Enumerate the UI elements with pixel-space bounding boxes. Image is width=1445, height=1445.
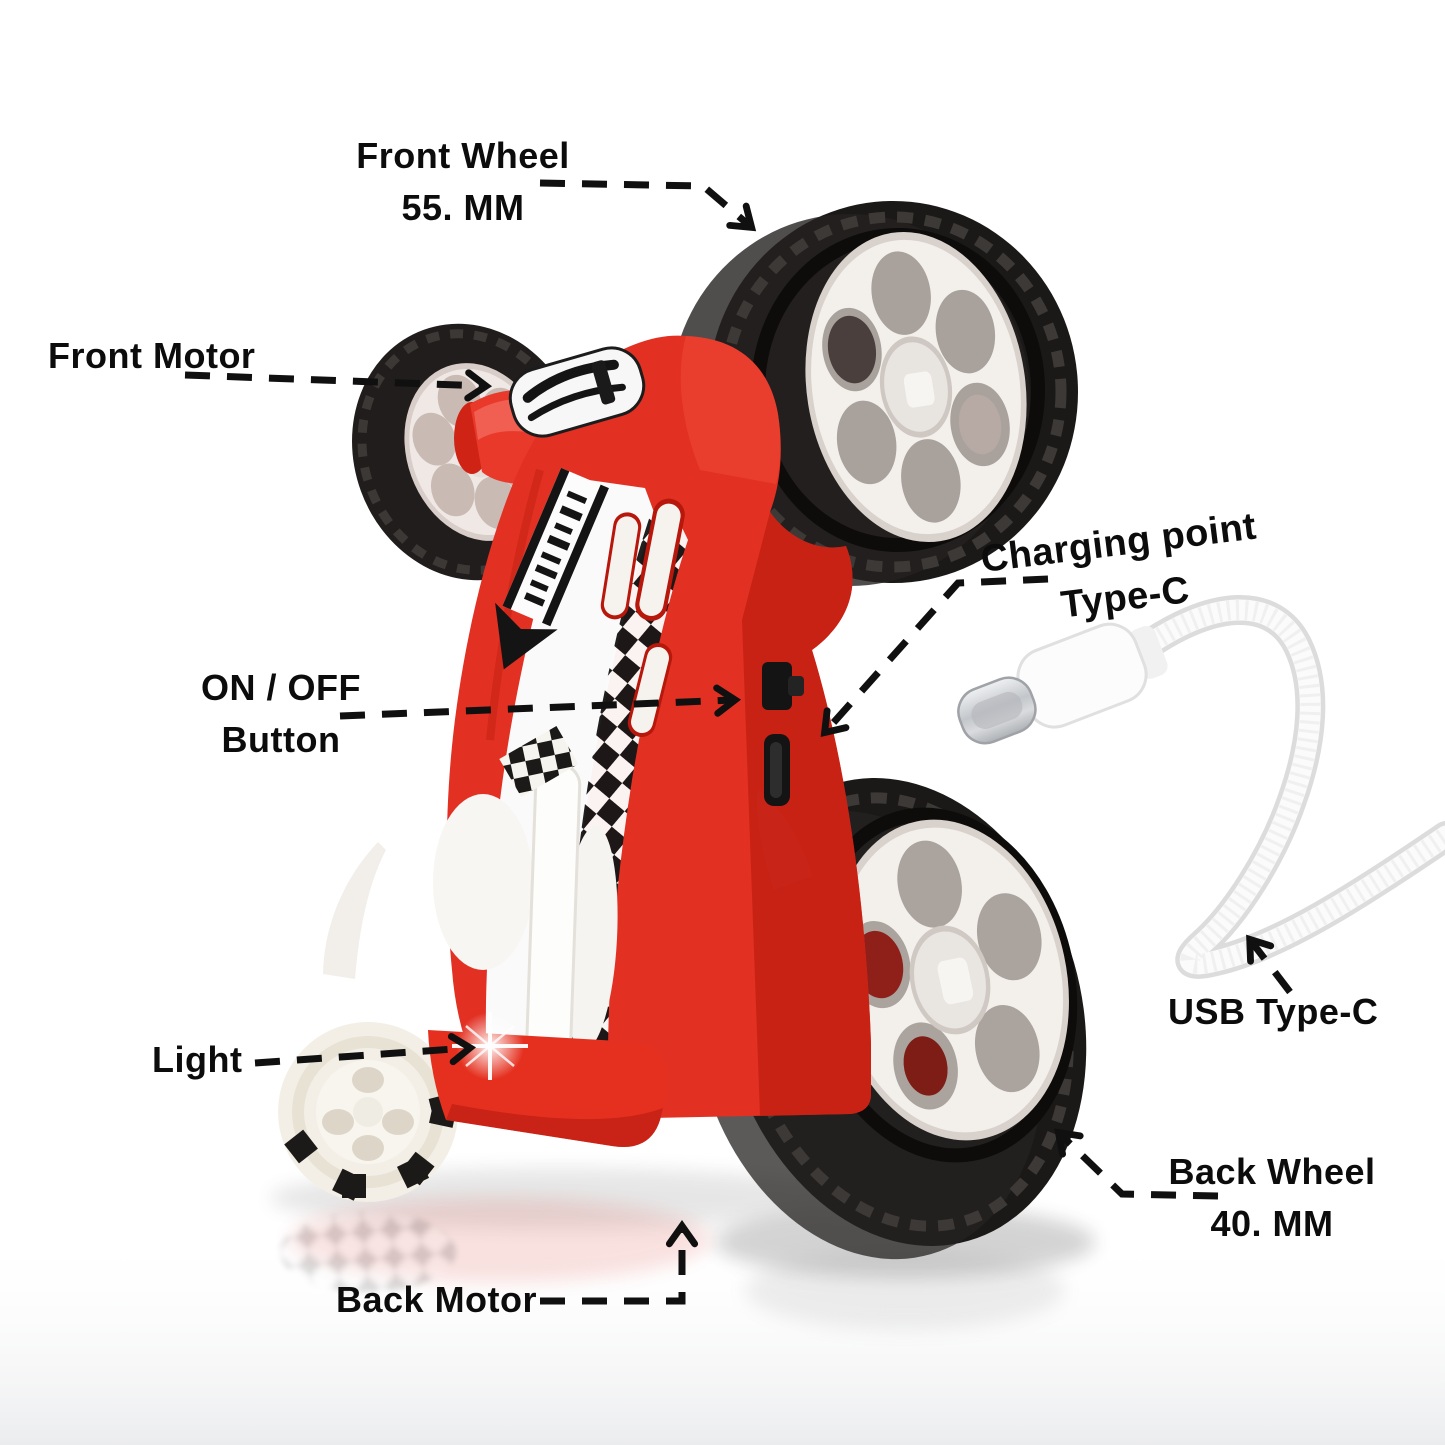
usb-cable-graphic [957,594,1445,979]
nose-sticker [508,346,646,438]
on-off-line1: ON / OFF [201,667,361,708]
usb-c-connector [957,622,1168,745]
arrow-charging [820,575,1049,738]
label-back-wheel: Back Wheel 40. MM [1168,1146,1375,1250]
arrow-front-wheel [539,179,757,232]
arrow-light [254,1033,477,1067]
arrow-back-motor [540,1219,699,1305]
label-usb-type-c: USB Type-C [1168,991,1379,1032]
front-wheel-line2: 55. MM [401,187,525,229]
label-front-motor: Front Motor [48,335,256,376]
label-on-off: ON / OFF Button [201,662,361,766]
arrow-usb [1246,934,1293,995]
on-off-line2: Button [221,719,341,761]
side-vents [600,498,685,737]
arrow-on-off [339,684,742,720]
arrow-back-wheel [1054,1128,1219,1200]
arrow-front-motor [184,369,493,402]
label-back-motor: Back Motor [336,1279,538,1320]
back-wheel-line1: Back Wheel [1168,1151,1376,1192]
on-off-switch-graphic [762,662,804,710]
front-wheel-line1: Front Wheel [356,135,570,176]
white-fins [323,725,618,1086]
label-light: Light [152,1039,243,1080]
annotation-arrows [184,179,1293,1305]
charging-port-graphic [764,734,790,806]
label-front-wheel: Front Wheel 55. MM [356,130,569,234]
decal-arrow [495,467,609,670]
back-wheel-line2: 40. MM [1210,1203,1334,1245]
fin-checker [499,725,579,798]
